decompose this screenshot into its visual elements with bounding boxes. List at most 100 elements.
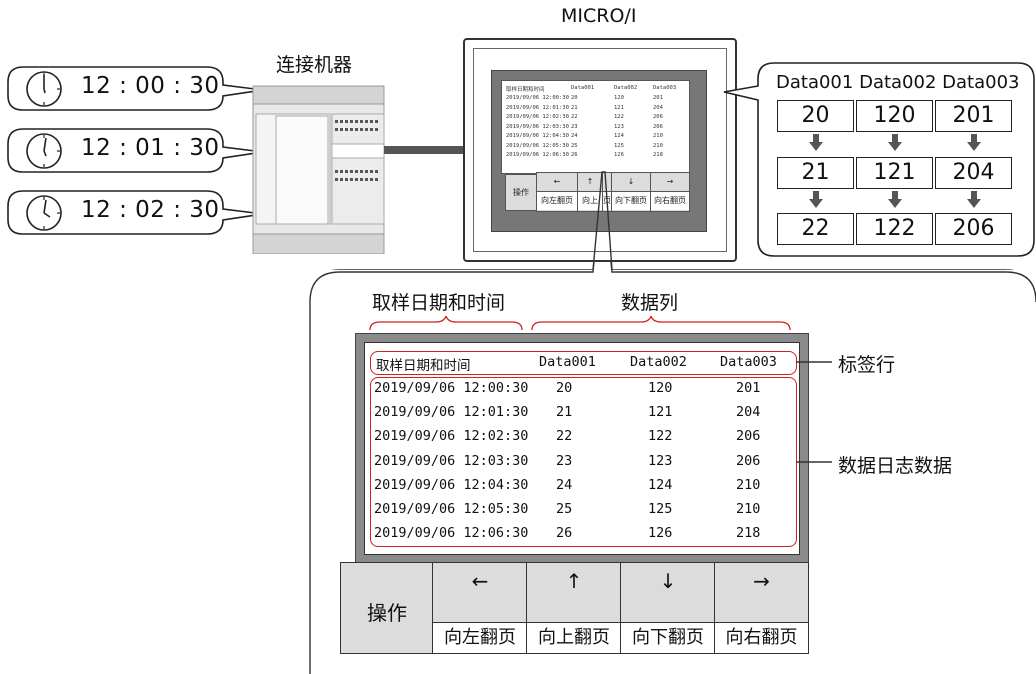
mini-table-cell: 2019/09/06 12:05:30 [506, 142, 569, 149]
arrow-down-icon: ↓ [659, 569, 677, 593]
row-value-cell: 210 [736, 476, 761, 493]
mini-table-cell: 120 [614, 95, 624, 101]
log-data-callout: 数据日志数据 [838, 455, 953, 477]
mini-table-cell: 2019/09/06 12:06:30 [506, 152, 569, 158]
mini-table-cell: 26 [571, 152, 578, 158]
mini-table-cell: 204 [653, 104, 663, 111]
mini-table-cell: 210 [653, 142, 663, 149]
mini-table: 取样日期和时间 Data001 Data002 Data003 2019/09/… [506, 85, 686, 162]
mini-table-cell: 126 [614, 152, 624, 158]
mini-table-cell: 2019/09/06 12:01:30 [506, 104, 569, 111]
data-column-cell: 20 [777, 100, 854, 132]
arrow-down-icon [967, 191, 981, 209]
row-value-cell: 201 [736, 380, 761, 396]
mini-arrow: → [666, 177, 674, 186]
page-left-label: 向左翻页 [433, 622, 527, 653]
mini-left-button[interactable]: ←向左翻页 [536, 172, 578, 212]
row-datetime-cell: 2019/09/06 12:04:30 [374, 476, 529, 493]
mini-table-cell: 23 [571, 123, 578, 130]
data-column-cell: 122 [856, 213, 933, 245]
mini-table-cell: 2019/09/06 12:04:30 [506, 133, 569, 139]
zoom-panel-border [309, 262, 1036, 674]
row-datetime-cell: 2019/09/06 12:02:30 [374, 428, 529, 445]
header-cell-data003: Data003 [720, 354, 777, 370]
data-col-header: Data002 [859, 72, 937, 93]
row-datetime-cell: 2019/09/06 12:01:30 [374, 404, 529, 421]
mini-label: 向右翻页 [651, 191, 689, 210]
mini-arrow: ↓ [627, 177, 635, 186]
mini-table-cell: 206 [653, 123, 663, 130]
mini-arrow: ↑ [586, 177, 594, 186]
page-left-button[interactable]: ← 向左翻页 [432, 562, 528, 654]
table-row: 2019/09/06 12:04:30 24 124 210 [374, 473, 794, 497]
data-column-cell: 204 [935, 157, 1012, 189]
clock-time-1: 12 : 00 : 30 [81, 73, 220, 99]
clock-callout-2: 12 : 01 : 30 [7, 128, 264, 173]
row-value-cell: 125 [648, 501, 673, 517]
mini-table-cell: 20 [571, 95, 578, 101]
mini-operate-button[interactable]: 操作 [505, 174, 537, 211]
page-up-button[interactable]: ↑ 向上翻页 [526, 562, 622, 654]
red-braces [369, 316, 791, 331]
mini-table-cell: 121 [614, 104, 624, 111]
device-title: 连接机器 [276, 54, 353, 76]
arrow-down-icon [967, 134, 981, 152]
arrow-down-icon [809, 191, 823, 209]
mini-table-cell: 123 [614, 123, 624, 130]
row-value-cell: 26 [556, 525, 573, 542]
callout-leaders [796, 361, 832, 463]
row-value-cell: 206 [736, 428, 761, 445]
data-column-cell: 21 [777, 157, 854, 189]
arrow-down-icon [888, 134, 902, 152]
data-column-cell: 120 [856, 100, 933, 132]
label-row-callout: 标签行 [838, 354, 896, 376]
data-col-header: Data001 [776, 72, 854, 93]
mini-header-cell: Data003 [653, 85, 677, 91]
mini-header-cell: 取样日期和时间 [506, 87, 545, 93]
clock-icon [26, 195, 62, 231]
mini-right-button[interactable]: → 向右翻页 [650, 172, 690, 212]
row-value-cell: 206 [736, 452, 761, 469]
header-cell-data001: Data001 [539, 354, 596, 370]
mini-label: 向下翻页 [612, 191, 650, 210]
page-down-button[interactable]: ↓ 向下翻页 [620, 562, 716, 654]
plc-device-icon [252, 85, 466, 254]
page-down-label: 向下翻页 [621, 622, 715, 653]
mini-table-cell: 2019/09/06 12:00:30 [506, 95, 569, 101]
table-header-row: 取样日期和时间 Data001 Data002 Data003 [374, 350, 794, 374]
row-value-cell: 123 [648, 452, 673, 469]
row-value-cell: 24 [556, 476, 573, 493]
mini-down-button[interactable]: ↓ 向下翻页 [611, 172, 651, 212]
hmi-title: MICRO/I [561, 5, 637, 27]
clock-time-3: 12 : 02 : 30 [81, 197, 220, 223]
mini-table-cell: 25 [571, 142, 578, 149]
clock-callout-3: 12 : 02 : 30 [7, 190, 264, 235]
row-value-cell: 124 [648, 476, 673, 493]
operate-label: 操作 [367, 601, 407, 625]
mini-arrow: ← [553, 177, 561, 186]
operate-button[interactable]: 操作 [340, 562, 434, 654]
mini-table-cell: 24 [571, 133, 578, 139]
arrow-left-icon: ← [471, 569, 489, 593]
mini-header-cell: Data001 [571, 85, 595, 91]
clock-icon [26, 71, 62, 107]
page-right-button[interactable]: → 向右翻页 [714, 562, 809, 654]
mini-table-cell: 218 [653, 152, 663, 158]
clock-callout-1: 12 : 00 : 30 [7, 66, 264, 111]
arrow-right-icon: → [753, 569, 770, 593]
row-datetime-cell: 2019/09/06 12:05:30 [374, 501, 529, 517]
data-column-cell: 206 [935, 213, 1012, 245]
mini-header-row: 取样日期和时间 Data001 Data002 Data003 [506, 85, 686, 95]
mini-table-cell: 206 [653, 114, 663, 120]
row-value-cell: 122 [648, 428, 673, 445]
row-datetime-cell: 2019/09/06 12:06:30 [374, 525, 529, 542]
